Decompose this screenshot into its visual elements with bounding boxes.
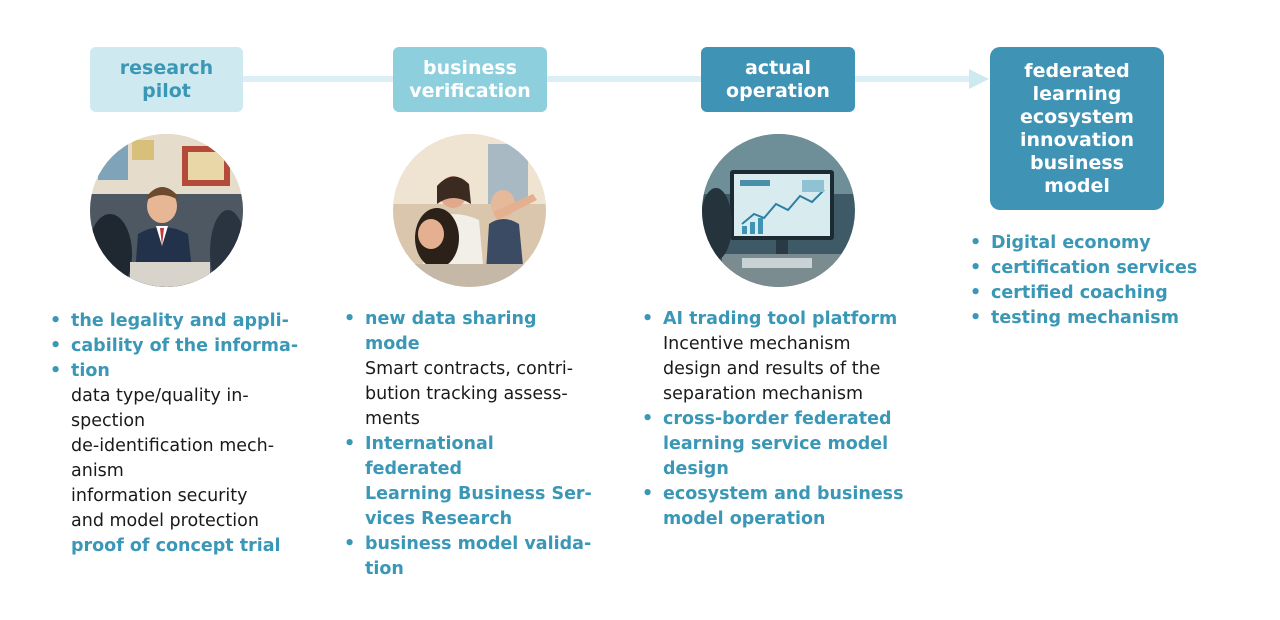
connector-line xyxy=(855,76,971,82)
list-item: the legality and appli- xyxy=(50,309,300,334)
list-item: Smart contracts, contri- bution tracking… xyxy=(365,359,574,429)
stage-list-ecosystem-model: Digital economycertification servicescer… xyxy=(970,231,1210,331)
list-item: cross-border federated learning service … xyxy=(642,407,912,482)
connector-line xyxy=(547,76,701,82)
list-item: proof of concept trial xyxy=(71,536,281,556)
classroom-meeting-photo xyxy=(90,134,243,287)
list-item: certified coaching xyxy=(970,281,1210,306)
list-item: Digital economy xyxy=(970,231,1210,256)
list-item: tion xyxy=(50,359,300,384)
stage-list-research-pilot: the legality and appli-cability of the i… xyxy=(50,309,300,559)
list-item: new data sharing mode xyxy=(344,307,594,357)
list-item: International federated Learning Busines… xyxy=(344,432,594,532)
list-item: cability of the informa- xyxy=(50,334,300,359)
list-item: certification services xyxy=(970,256,1210,281)
list-item: ecosystem and business model operation xyxy=(642,482,912,532)
connector-line xyxy=(243,76,393,82)
list-item: business model valida- tion xyxy=(344,532,594,582)
analytics-monitor-photo xyxy=(702,134,855,287)
list-item: testing mechanism xyxy=(970,306,1210,331)
list-item: AI trading tool platform xyxy=(642,307,912,332)
arrow-head-icon xyxy=(969,69,989,89)
team-discussion-photo xyxy=(393,134,546,287)
list-item: data type/quality in- spection de-identi… xyxy=(71,386,275,531)
list-item: Incentive mechanism design and results o… xyxy=(663,334,881,404)
